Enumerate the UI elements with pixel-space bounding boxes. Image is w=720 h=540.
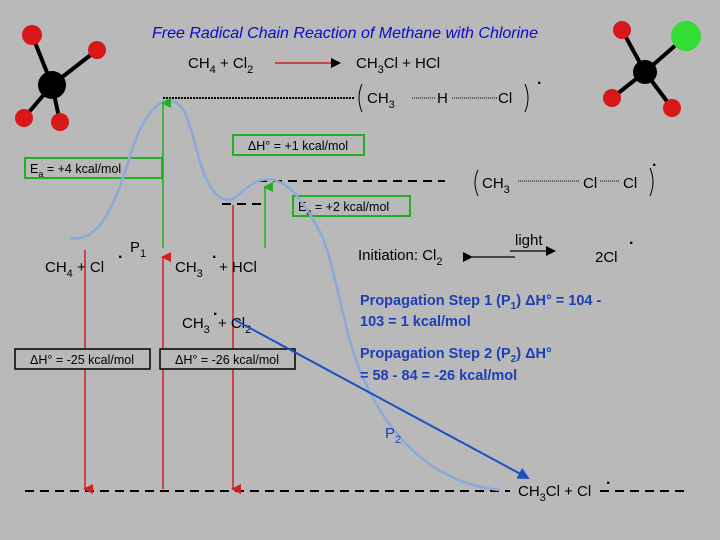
level-inter1-label: CH3 + HCl — [175, 259, 257, 280]
level-inter1-dot: . — [212, 245, 216, 262]
light-label: light — [515, 232, 543, 249]
ts2-left: CH3 — [482, 175, 510, 196]
step-p2-label: P2 — [385, 425, 401, 446]
ts1-right: Cl — [498, 90, 512, 107]
dh-box-left — [14, 348, 151, 370]
initiation-product: 2Cl — [595, 249, 618, 266]
chloromethane-molecule-icon — [603, 21, 701, 117]
ea2-box — [292, 195, 411, 217]
prop1-line2: 103 = 1 kcal/mol — [360, 314, 471, 330]
reaction-curve — [69, 99, 501, 492]
ts1-left: CH3 — [367, 90, 395, 111]
dh-box-top-text: ΔH° = +1 kcal/mol — [248, 139, 348, 153]
level-start-label: CH4 + Cl — [45, 259, 104, 280]
prop2-line1: Propagation Step 2 (P2) ΔH° — [360, 346, 552, 365]
ts2-bracket-right — [649, 167, 654, 197]
level-inter2-dot: . — [213, 302, 217, 319]
initiation-label: Initiation: Cl2 — [358, 247, 443, 268]
ts2-right: Cl — [623, 175, 637, 192]
methane-molecule-icon — [15, 25, 106, 131]
level-final-dot: . — [606, 471, 610, 488]
dh-box-left-text: ΔH° = -25 kcal/mol — [30, 353, 134, 367]
level-final-label: CH3Cl + Cl — [518, 483, 591, 504]
ts1-bracket-left — [358, 83, 363, 113]
overall-reactants: CH4 + Cl2 — [188, 55, 253, 76]
initiation-product-dot: . — [629, 231, 633, 248]
ts2-radical-dot: . — [652, 153, 656, 170]
dh-box-mid-text: ΔH° = -26 kcal/mol — [175, 353, 279, 367]
level-start-dot: . — [118, 245, 122, 262]
ts1-bracket-right — [524, 83, 529, 113]
ts2-bracket-left — [474, 169, 479, 197]
level-inter2-label: CH3 + Cl2 — [182, 315, 251, 336]
p2-arrow — [234, 319, 530, 479]
ts2-mid: Cl — [583, 175, 597, 192]
prop2-line2: = 58 - 84 = -26 kcal/mol — [360, 368, 517, 384]
dh-box-mid — [159, 348, 296, 370]
prop1-line1: Propagation Step 1 (P1) ΔH° = 104 - — [360, 293, 602, 312]
ea1-box-text: Ea = +4 kcal/mol — [30, 162, 121, 179]
overall-products: CH3Cl + HCl — [356, 55, 440, 76]
ts1-bond-h: H — [437, 90, 448, 107]
step-p1-label: P1 — [130, 239, 146, 260]
dh-box-top — [232, 134, 365, 156]
ts1-radical-dot: . — [537, 71, 541, 88]
page-title: Free Radical Chain Reaction of Methane w… — [152, 25, 538, 42]
